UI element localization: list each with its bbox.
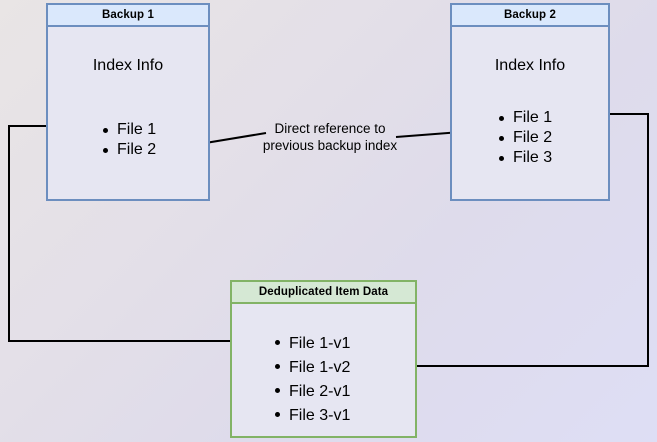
list-item: File 1 [496,108,552,128]
node-backup-1-body: Index Info File 1 File 2 [48,27,208,199]
node-deduplicated-item-data[interactable]: Deduplicated Item Data File 1-v1 File 1-… [230,280,417,438]
backup-2-file-list: File 1 File 2 File 3 [496,108,552,168]
list-item: File 2-v1 [272,380,350,404]
backup-1-file-list: File 1 File 2 [100,120,156,160]
edge-label-line-1: Direct reference to [274,121,386,136]
list-item: File 1-v2 [272,356,350,380]
node-backup-1[interactable]: Backup 1 Index Info File 1 File 2 [46,3,210,201]
edge-label-line-2: previous backup index [262,138,398,153]
list-item: File 2 [496,128,552,148]
list-item: File 3 [496,148,552,168]
backup-2-index-info-label: Index Info [494,57,566,74]
list-item: File 2 [100,140,156,160]
list-item: File 1-v1 [272,332,350,356]
dedup-file-list: File 1-v1 File 1-v2 File 2-v1 File 3-v1 [272,332,350,428]
node-dedup-title: Deduplicated Item Data [232,282,415,304]
backup-1-index-info-label: Index Info [92,57,164,74]
list-item: File 3-v1 [272,404,350,428]
edge-label-direct-reference: Direct reference to previous backup inde… [251,120,409,154]
node-backup-1-title: Backup 1 [48,5,208,27]
list-item: File 1 [100,120,156,140]
node-backup-2-title: Backup 2 [452,5,608,27]
node-backup-2[interactable]: Backup 2 Index Info File 1 File 2 File 3 [450,3,610,201]
node-dedup-body: File 1-v1 File 1-v2 File 2-v1 File 3-v1 [232,304,415,436]
node-backup-2-body: Index Info File 1 File 2 File 3 [452,27,608,199]
